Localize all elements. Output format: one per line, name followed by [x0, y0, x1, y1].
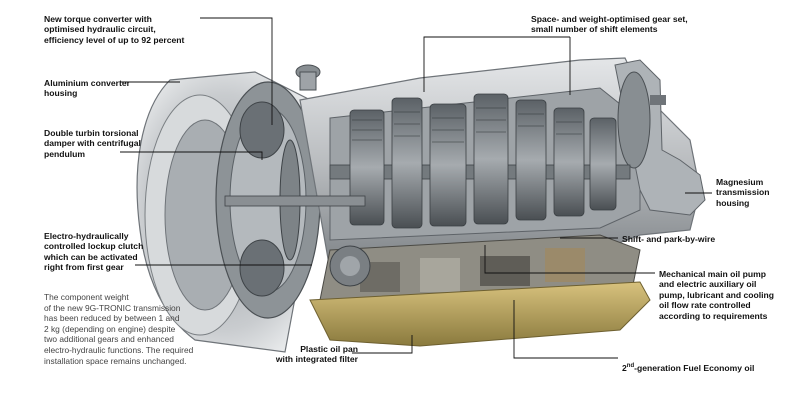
- label-aluminium-converter-housing: Aluminium converter housing: [44, 78, 130, 99]
- label-torque-converter: New torque converter with optimised hydr…: [44, 14, 185, 45]
- label-magnesium-housing: Magnesium transmission housing: [716, 177, 770, 208]
- leader-lines: [120, 17, 712, 359]
- label-shift-by-wire: Shift- and park-by-wire: [622, 234, 716, 244]
- fuel-economy-oil-prefix: 2: [622, 363, 627, 374]
- label-fuel-economy-oil: 2nd-generation Fuel Economy oil: [622, 353, 797, 374]
- label-double-turbine-damper: Double turbin torsional damper with cent…: [44, 128, 141, 159]
- plastic-oil-pan: [309, 281, 651, 347]
- fuel-economy-oil-sup: nd: [626, 363, 635, 370]
- label-plastic-oil-pan: Plastic oil pan with integrated filter: [275, 344, 358, 365]
- input-shaft: [224, 195, 366, 207]
- label-gear-set: Space- and weight-optimised gear set, sm…: [531, 14, 688, 35]
- weight-note-paragraph: The component weight of the new 9G-TRONI…: [44, 292, 194, 366]
- label-oil-pump: Mechanical main oil pump and electric au…: [659, 269, 775, 321]
- fuel-economy-oil-suffix: -generation Fuel Economy oil: [634, 363, 755, 374]
- oil-filler-cap: [295, 64, 321, 91]
- label-lockup-clutch: Electro-hydraulically controlled lockup …: [44, 231, 144, 273]
